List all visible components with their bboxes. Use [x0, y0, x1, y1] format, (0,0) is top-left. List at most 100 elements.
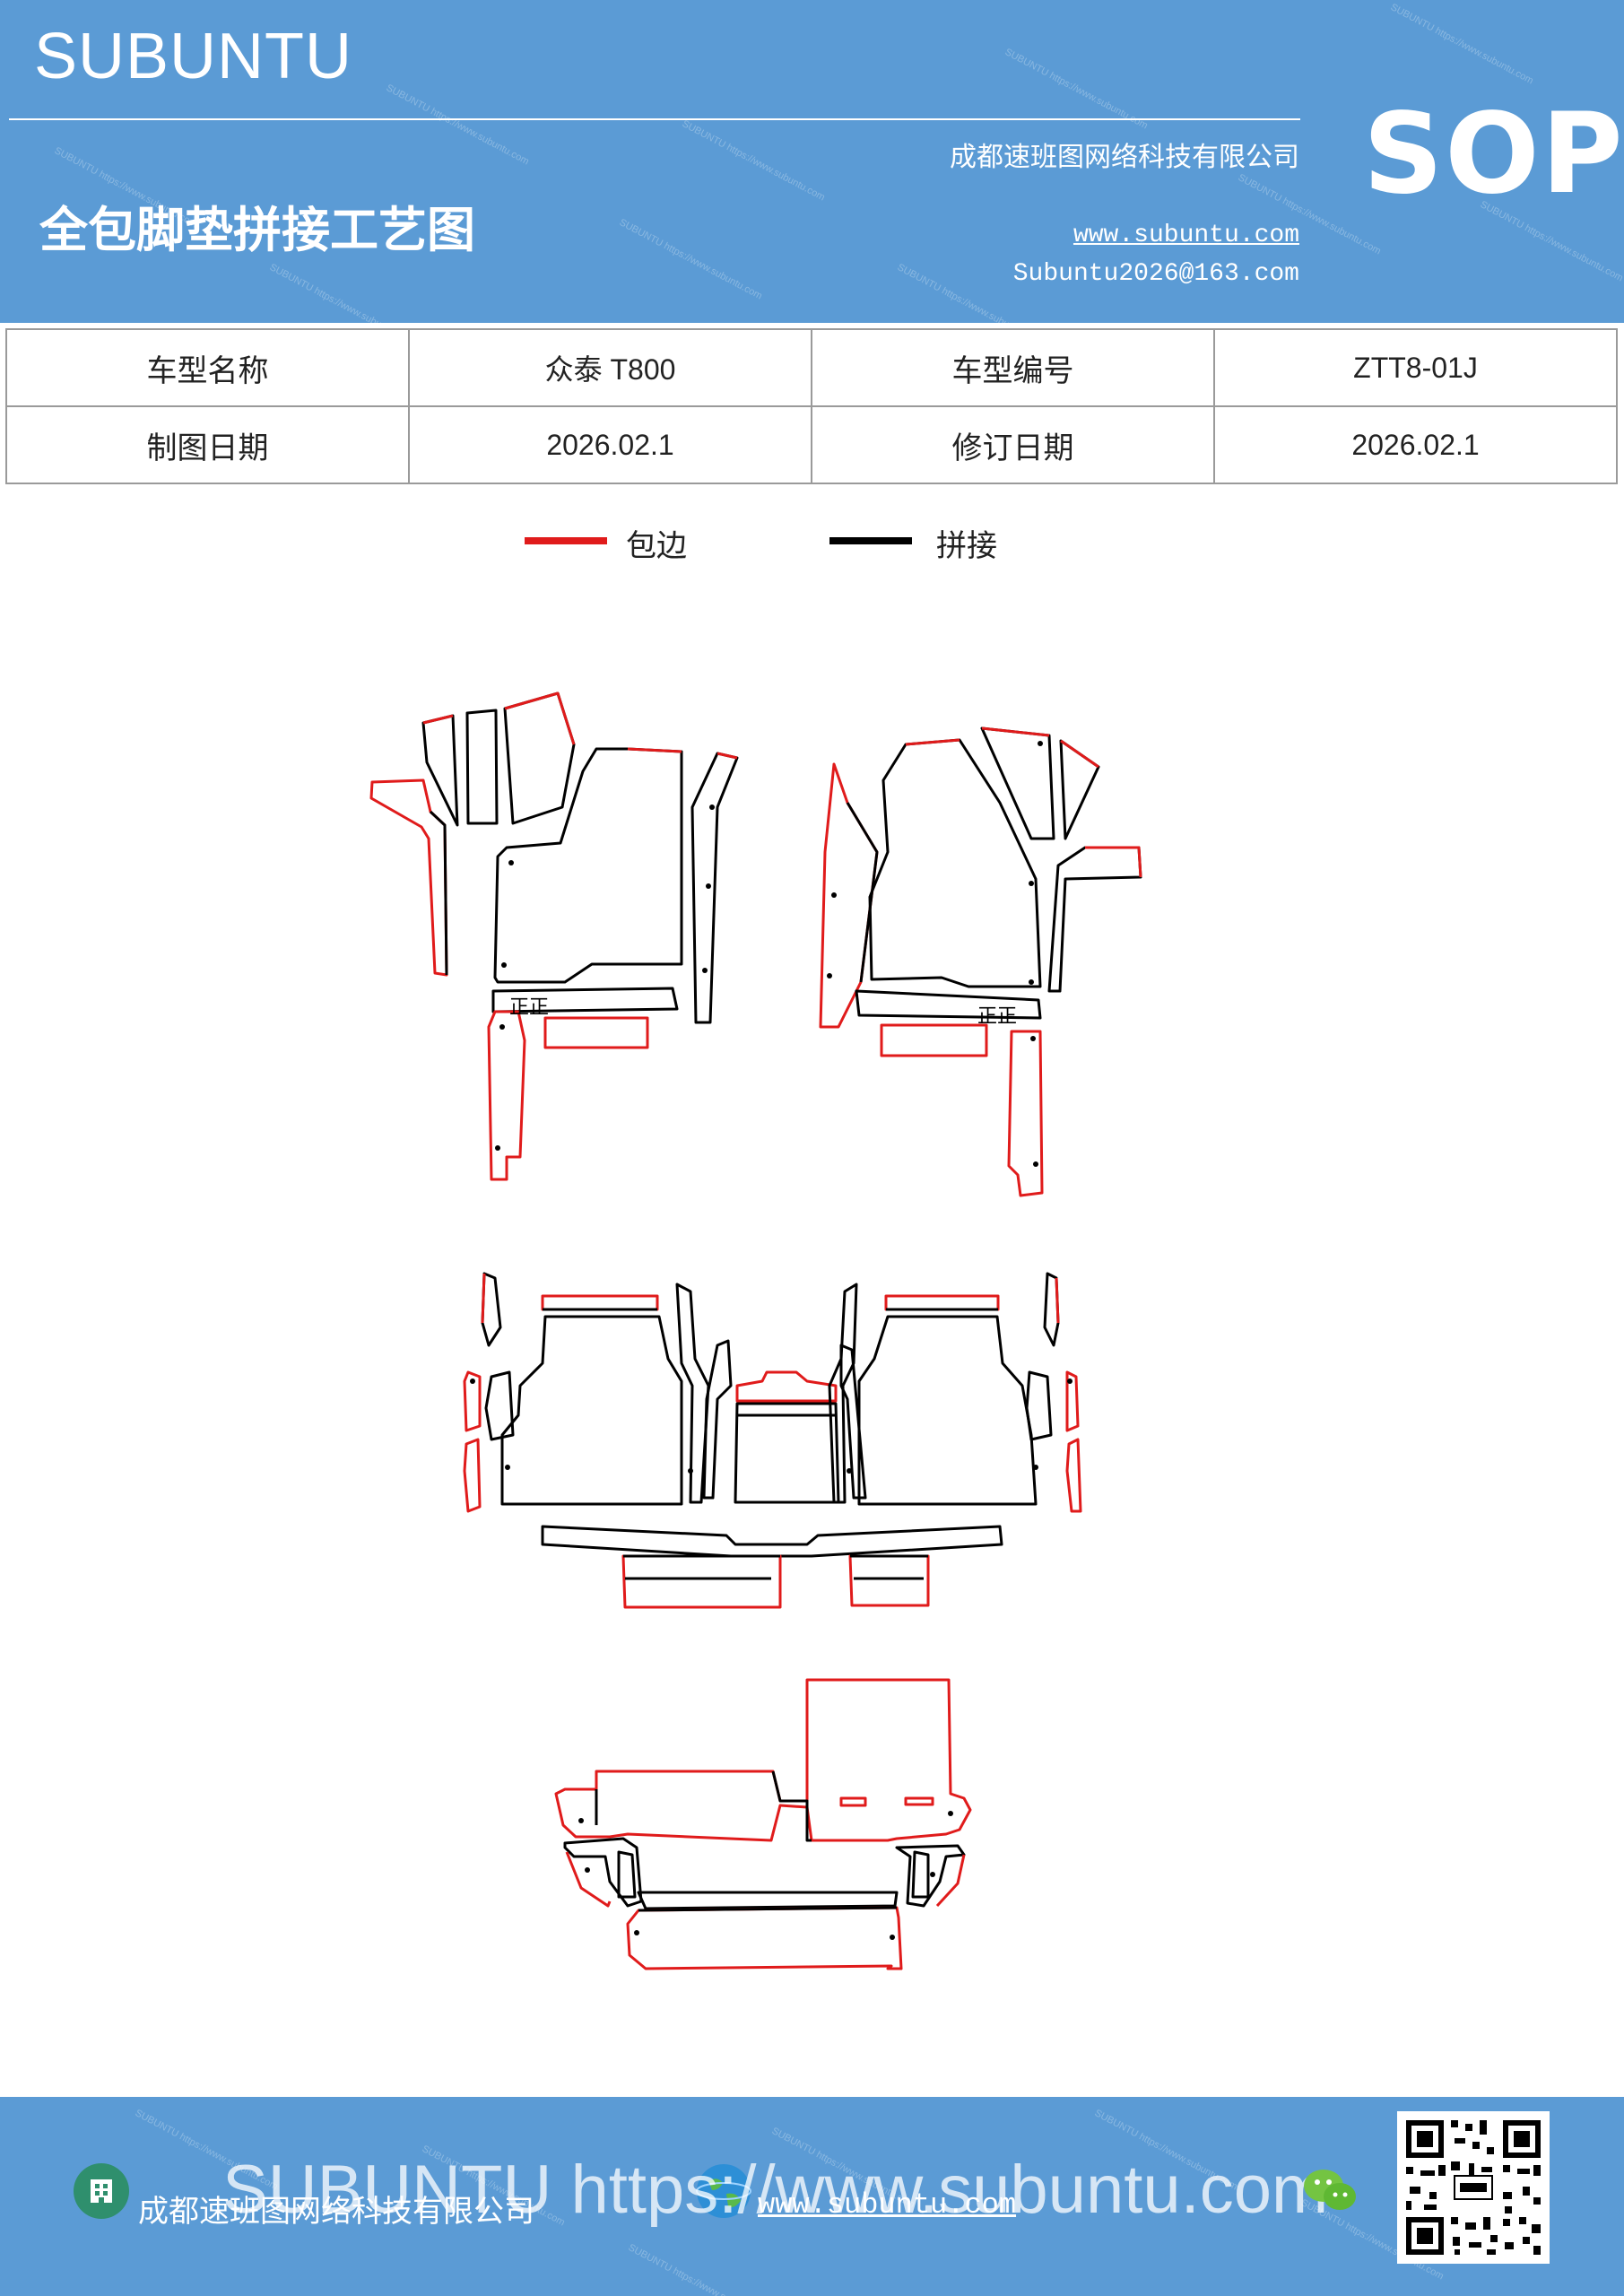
mat-piece — [369, 778, 448, 977]
mount-hole — [585, 1867, 590, 1873]
mat-piece — [904, 1796, 934, 1806]
mount-hole — [1067, 1378, 1073, 1384]
mat-piece — [675, 1283, 710, 1504]
orientation-mark: 正正 — [509, 996, 549, 1019]
mat-piece — [1043, 1272, 1060, 1347]
mat-piece — [627, 747, 682, 753]
footer-banner: SUBUNTU https://www.subuntu.com SUBUNTU … — [0, 2097, 1624, 2296]
mat-piece — [541, 1525, 1003, 1558]
mat-piece — [1007, 1030, 1044, 1197]
legend: 包边 拼接 — [0, 525, 1624, 570]
second-row-mat-group — [463, 1272, 1082, 1609]
mat-piece — [846, 802, 879, 983]
company-name: 成都速班图网络科技有限公司 — [950, 142, 1299, 173]
revision-date-value: 2026.02.1 — [1213, 405, 1618, 484]
mat-piece — [734, 1402, 840, 1504]
front-left-mat-group: 正正 — [369, 691, 739, 1181]
mount-hole — [1038, 741, 1043, 746]
mat-piece — [716, 752, 738, 760]
mount-hole — [1030, 1036, 1036, 1041]
mat-piece — [621, 1554, 782, 1609]
revision-date-label: 修订日期 — [811, 405, 1215, 484]
mat-piece — [484, 1370, 515, 1441]
mount-hole — [1029, 881, 1034, 886]
drawing-date-value: 2026.02.1 — [408, 405, 812, 484]
mat-piece — [848, 1554, 930, 1607]
header-divider — [9, 118, 1300, 120]
mount-hole — [470, 1378, 475, 1384]
mat-piece — [543, 1016, 649, 1049]
front-right-mat-group: 正正 — [819, 726, 1142, 1197]
footer-website-link[interactable]: www.subuntu.com — [758, 2188, 1017, 2222]
mount-hole — [688, 1468, 693, 1474]
mat-piece — [905, 738, 960, 746]
mount-hole — [495, 1145, 500, 1151]
mat-piece — [565, 1851, 612, 1908]
mat-piece — [504, 691, 576, 745]
mat-piece — [880, 1023, 988, 1057]
mount-hole — [499, 1024, 505, 1030]
seam-label: 拼接 — [936, 528, 997, 564]
mount-hole — [702, 968, 708, 973]
mat-piece — [491, 987, 679, 1013]
mat-piece — [702, 1339, 733, 1500]
mat-piece — [463, 1370, 482, 1432]
wechat-icon — [1300, 2164, 1359, 2222]
mat-piece — [422, 714, 454, 725]
mat-piece — [421, 714, 459, 827]
orientation-mark: 正正 — [977, 1005, 1017, 1028]
building-icon — [72, 2161, 131, 2224]
mat-piece — [429, 810, 448, 976]
model-code-value: ZTT8-01J — [1213, 328, 1618, 407]
globe-icon — [692, 2160, 755, 2226]
table-row: 制图日期 2026.02.1 修订日期 2026.02.1 — [5, 405, 1618, 484]
table-row: 车型名称 众泰 T800 车型编号 ZTT8-01J — [5, 328, 1618, 407]
mat-piece — [850, 1554, 928, 1580]
mat-piece — [828, 1283, 858, 1504]
mat-piece — [839, 1796, 867, 1807]
mat-piece — [1065, 1438, 1082, 1513]
mount-hole — [831, 892, 837, 898]
mount-hole — [634, 1930, 639, 1935]
mat-piece — [617, 1850, 637, 1899]
edge-binding-label: 包边 — [626, 528, 687, 564]
mat-piece — [1047, 846, 1142, 993]
mat-piece — [554, 1678, 972, 1842]
sop-badge: SOP — [1363, 90, 1624, 219]
mat-piece — [855, 989, 1042, 1020]
mat-piece — [690, 752, 739, 1024]
model-code-label: 车型编号 — [811, 328, 1215, 407]
mat-piece — [1060, 739, 1099, 769]
mat-piece — [771, 1770, 812, 1842]
mount-hole — [930, 1872, 935, 1877]
footer-watermark-text: SUBUNTU https://www.subuntu.com — [222, 2152, 1329, 2228]
mount-hole — [709, 804, 715, 810]
mat-piece — [980, 726, 1055, 840]
mat-piece — [1065, 1370, 1080, 1432]
mount-hole — [1033, 1465, 1038, 1470]
mat-piece — [463, 1438, 482, 1513]
model-name-value: 众泰 T800 — [408, 328, 812, 407]
footer-company-name: 成都速班图网络科技有限公司 — [138, 2194, 534, 2230]
mat-piece — [500, 1315, 683, 1506]
seam-swatch — [829, 537, 912, 544]
mat-piece — [487, 1010, 526, 1181]
mount-hole — [578, 1818, 584, 1823]
mat-piece — [637, 1891, 899, 1910]
mat-piece — [465, 709, 499, 825]
mat-piece — [735, 1370, 838, 1403]
mat-piece — [1085, 846, 1142, 878]
edge-binding-swatch — [525, 537, 607, 544]
mount-hole — [508, 860, 514, 865]
brand-name: SUBUNTU — [34, 21, 353, 92]
mat-piece — [541, 1294, 659, 1311]
mount-hole — [827, 973, 832, 978]
qr-code — [1397, 2111, 1550, 2264]
mat-piece — [935, 1854, 966, 1908]
website-link[interactable]: www.subuntu.com — [1073, 222, 1299, 249]
mat-piece — [638, 1906, 898, 1912]
mat-piece — [1025, 1370, 1053, 1441]
document-title: 全包脚垫拼接工艺图 — [39, 201, 475, 258]
mat-piece — [895, 1844, 966, 1908]
mount-hole — [1033, 1161, 1038, 1167]
